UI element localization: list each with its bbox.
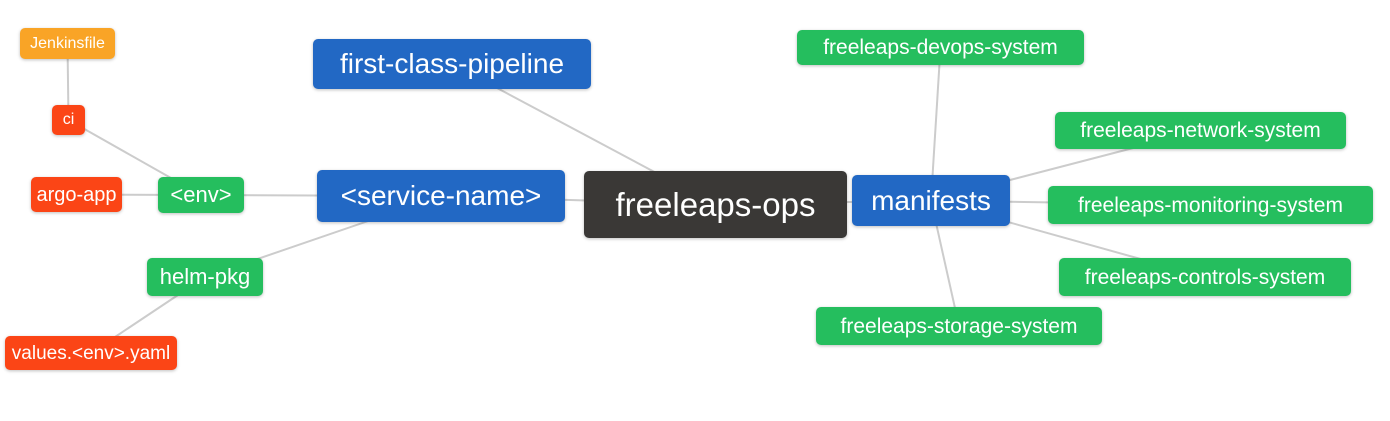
node-manifests[interactable]: manifests <box>852 175 1010 226</box>
node-jenkinsfile[interactable]: Jenkinsfile <box>20 28 115 59</box>
node-freeleaps-controls-system[interactable]: freeleaps-controls-system <box>1059 258 1351 296</box>
node-helm-pkg[interactable]: helm-pkg <box>147 258 263 296</box>
node-freeleaps-ops[interactable]: freeleaps-ops <box>584 171 847 238</box>
node-freeleaps-network-system[interactable]: freeleaps-network-system <box>1055 112 1346 149</box>
node-freeleaps-storage-system[interactable]: freeleaps-storage-system <box>816 307 1102 345</box>
node-freeleaps-devops-system[interactable]: freeleaps-devops-system <box>797 30 1084 65</box>
node-first-class-pipeline[interactable]: first-class-pipeline <box>313 39 591 89</box>
node-values-env-yaml[interactable]: values.<env>.yaml <box>5 336 177 370</box>
node-ci[interactable]: ci <box>52 105 85 135</box>
node-service-name[interactable]: <service-name> <box>317 170 565 222</box>
node-argo-app[interactable]: argo-app <box>31 177 122 212</box>
node-freeleaps-monitoring-system[interactable]: freeleaps-monitoring-system <box>1048 186 1373 224</box>
node-env[interactable]: <env> <box>158 177 244 213</box>
